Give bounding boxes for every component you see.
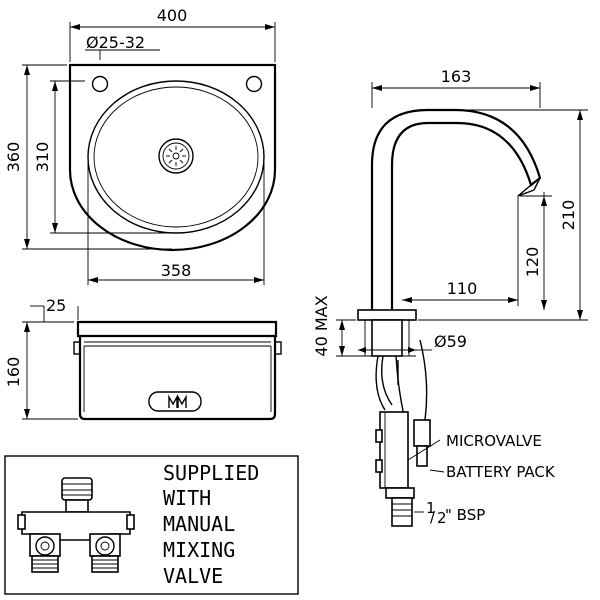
bowl-outline bbox=[87, 80, 265, 234]
dim-hole-diameter: Ø25-32 bbox=[86, 33, 145, 52]
note-line-4: MIXING bbox=[163, 538, 235, 562]
svg-text:2: 2 bbox=[437, 509, 447, 527]
valve-box-frame bbox=[4, 455, 299, 595]
valve-box: SUPPLIED WITH MANUAL MIXING VALVE bbox=[4, 455, 299, 595]
note-line-3: MANUAL bbox=[163, 512, 235, 536]
label-bsp: 1 / 2 " BSP bbox=[426, 499, 485, 527]
sink-body bbox=[78, 336, 277, 421]
microvalve-body bbox=[379, 411, 409, 489]
dim-rim: 25 bbox=[46, 296, 66, 315]
label-microvalve: MICROVALVE bbox=[446, 432, 542, 450]
svg-text:1: 1 bbox=[426, 499, 436, 517]
dim-tap-height: 210 bbox=[559, 200, 578, 231]
dim-bowl-width: 358 bbox=[161, 261, 192, 280]
mixing-valve-icon bbox=[17, 477, 135, 573]
note-line-2: WITH bbox=[163, 486, 211, 510]
label-battery-pack: BATTERY PACK bbox=[446, 463, 556, 481]
tap-base bbox=[357, 309, 417, 321]
svg-text:" BSP: " BSP bbox=[445, 506, 485, 524]
note-line-5: VALVE bbox=[163, 564, 223, 588]
tap-spout bbox=[370, 108, 542, 310]
battery-pack bbox=[413, 419, 431, 447]
overflow-slot bbox=[148, 391, 202, 412]
bowl-inner bbox=[93, 86, 259, 228]
tap-hole-left bbox=[91, 75, 109, 93]
tap-hole-right bbox=[245, 75, 263, 93]
dim-base-diameter: Ø59 bbox=[434, 332, 467, 351]
dim-overall-depth: 360 bbox=[4, 142, 23, 173]
svg-text:/: / bbox=[430, 508, 436, 526]
drain-icon bbox=[158, 138, 194, 174]
dim-bowl-depth: 310 bbox=[33, 142, 52, 173]
logo-icon bbox=[168, 394, 187, 408]
dim-height: 160 bbox=[4, 357, 23, 388]
dim-spout-reach: 110 bbox=[447, 279, 478, 298]
sink-side-view: 25 160 bbox=[4, 296, 282, 421]
dim-overall-width: 400 bbox=[157, 6, 188, 25]
bsp-fitting bbox=[385, 487, 415, 499]
sink-top-view: 400 Ø25-32 360 310 358 bbox=[4, 6, 277, 285]
note-line-1: SUPPLIED bbox=[163, 461, 259, 485]
tap-view: 163 210 120 110 40 MAX Ø59 bbox=[312, 67, 588, 527]
dim-spout-height: 120 bbox=[523, 247, 542, 278]
dim-tap-reach: 163 bbox=[441, 67, 472, 86]
basin-outline bbox=[68, 63, 277, 252]
dim-max-deck: 40 MAX bbox=[312, 295, 331, 356]
sink-rim bbox=[76, 320, 278, 338]
